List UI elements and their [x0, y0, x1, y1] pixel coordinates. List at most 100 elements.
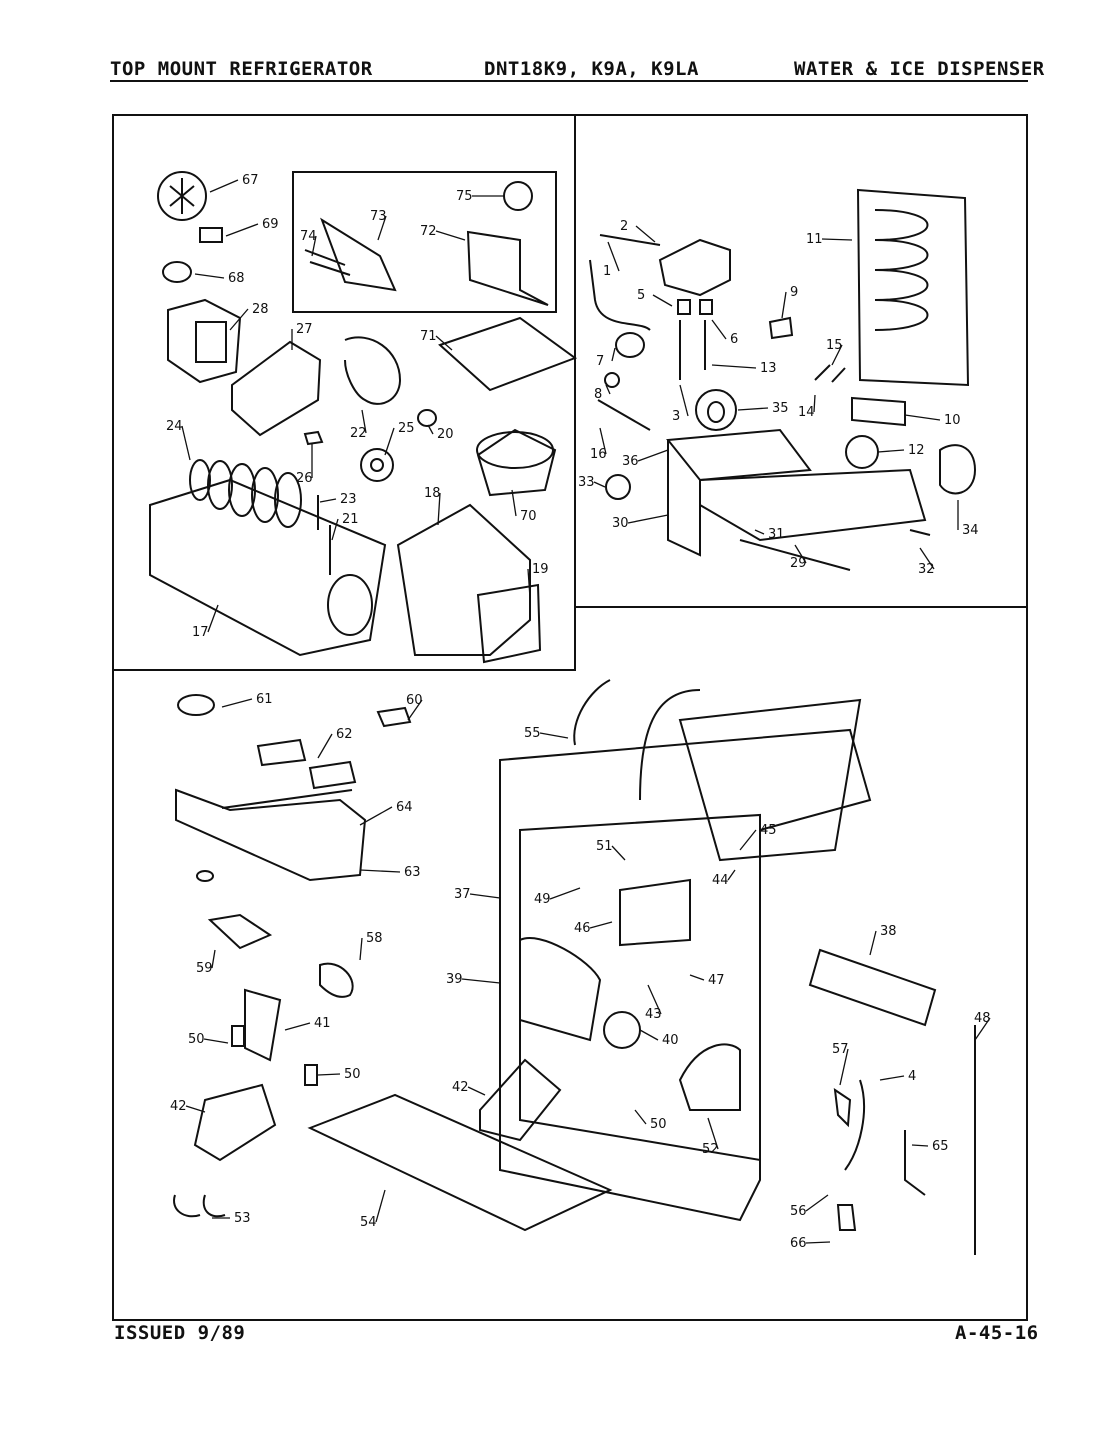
callout-60: 60 — [406, 693, 423, 708]
leader-line-55 — [539, 732, 569, 739]
callout-6: 6 — [730, 332, 738, 347]
callout-71: 71 — [420, 329, 437, 344]
callout-49: 49 — [534, 892, 551, 907]
callout-52: 52 — [702, 1142, 719, 1157]
leader-line-60 — [407, 699, 423, 721]
leader-line-24 — [181, 425, 191, 461]
leader-line-73 — [377, 215, 387, 241]
leader-line-74 — [311, 235, 317, 257]
leader-line-54 — [375, 1189, 386, 1223]
leader-line-56 — [805, 1194, 829, 1212]
leader-line-41 — [284, 1022, 311, 1031]
callout-40: 40 — [662, 1033, 679, 1048]
callout-44: 44 — [712, 873, 729, 888]
callout-11: 11 — [806, 232, 823, 247]
callout-29: 29 — [790, 556, 807, 571]
leader-line-14 — [813, 394, 816, 413]
leader-line-33 — [593, 481, 606, 488]
leader-line-23 — [319, 498, 337, 503]
callout-20: 20 — [437, 427, 454, 442]
footer-issue-date: ISSUED 9/89 — [114, 1322, 246, 1344]
leader-line-51 — [611, 845, 626, 861]
callout-27: 27 — [296, 322, 313, 337]
callout-73: 73 — [370, 209, 387, 224]
leader-line-15 — [831, 344, 843, 366]
callout-30: 30 — [612, 516, 629, 531]
leader-line-71 — [435, 335, 453, 351]
leader-line-18 — [437, 492, 441, 526]
leader-line-20 — [427, 424, 434, 435]
leader-line-1 — [607, 241, 620, 272]
callout-69: 69 — [262, 217, 279, 232]
callout-53: 53 — [234, 1211, 251, 1226]
callout-22: 22 — [350, 426, 367, 441]
callout-56: 56 — [790, 1204, 807, 1219]
callout-58: 58 — [366, 931, 383, 946]
leader-line-48 — [974, 1017, 991, 1041]
leader-line-40 — [639, 1029, 659, 1041]
leader-line-10 — [904, 414, 941, 421]
part-drawings-top-left — [149, 171, 578, 664]
callout-70: 70 — [520, 509, 537, 524]
part-drawings-top-right — [589, 188, 977, 571]
callout-61: 61 — [256, 692, 273, 707]
callout-15: 15 — [826, 338, 843, 353]
leader-line-47 — [689, 974, 705, 981]
panel-ice-maker-water-valve — [574, 114, 1028, 608]
callout-42: 42 — [170, 1099, 187, 1114]
leader-line-45 — [739, 829, 757, 851]
header-rule — [110, 80, 1028, 82]
callout-25: 25 — [398, 421, 415, 436]
footer-page-code: A-45-16 — [955, 1322, 1039, 1344]
callout-59: 59 — [196, 961, 213, 976]
leader-line-29 — [794, 544, 807, 564]
callout-34: 34 — [962, 523, 979, 538]
callout-28: 28 — [252, 302, 269, 317]
callout-65: 65 — [932, 1139, 949, 1154]
leader-line-61 — [221, 698, 253, 708]
callout-1: 1 — [603, 264, 611, 279]
leader-line-72 — [435, 230, 466, 241]
leader-line-42 — [185, 1105, 206, 1113]
leader-line-65 — [911, 1144, 929, 1147]
leader-line-62 — [317, 733, 333, 759]
callout-31: 31 — [768, 527, 785, 542]
callout-64: 64 — [396, 800, 413, 815]
callout-18: 18 — [424, 486, 441, 501]
callout-5: 5 — [637, 288, 645, 303]
leader-line-35 — [737, 407, 769, 411]
leader-line-7 — [611, 347, 616, 362]
callout-72: 72 — [420, 224, 437, 239]
leader-line-13 — [711, 364, 757, 369]
leader-line-25 — [384, 427, 395, 456]
leader-line-22 — [361, 409, 367, 434]
callout-36: 36 — [622, 454, 639, 469]
callout-47: 47 — [708, 973, 725, 988]
leader-line-63 — [359, 869, 401, 873]
callout-17: 17 — [192, 625, 209, 640]
leader-line-5 — [652, 294, 673, 307]
callout-39: 39 — [446, 972, 463, 987]
leader-line-52 — [707, 1117, 719, 1150]
callout-42-1: 42 — [452, 1080, 469, 1095]
leader-line-31 — [754, 529, 765, 535]
callout-50-1: 50 — [344, 1067, 361, 1082]
callout-67: 67 — [242, 173, 259, 188]
callout-43: 43 — [645, 1007, 662, 1022]
callout-33: 33 — [578, 475, 595, 490]
leader-line-46 — [589, 921, 613, 929]
callout-57: 57 — [832, 1042, 849, 1057]
callout-leaders — [181, 179, 991, 1244]
callout-23: 23 — [340, 492, 357, 507]
leader-line-28 — [229, 308, 249, 331]
callout-12: 12 — [908, 443, 925, 458]
leader-line-67 — [209, 179, 239, 193]
leader-line-12 — [877, 449, 905, 453]
leader-line-69 — [225, 223, 259, 237]
callout-50-2: 50 — [650, 1117, 667, 1132]
callout-35: 35 — [772, 401, 789, 416]
leader-line-49 — [549, 887, 581, 900]
leader-line-43 — [647, 984, 662, 1015]
header-title: TOP MOUNT REFRIGERATOR — [110, 58, 373, 80]
